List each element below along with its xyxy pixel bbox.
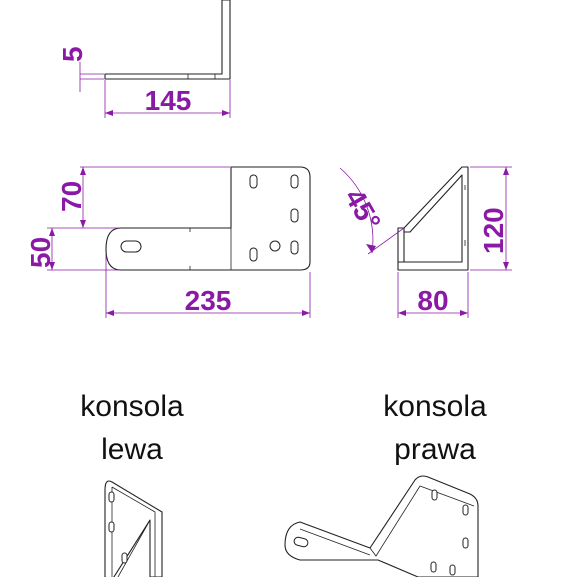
front-outline	[105, 166, 311, 271]
mount-hole	[449, 564, 456, 576]
dim-side-height: 120	[478, 207, 509, 254]
round-hole	[269, 240, 281, 252]
mount-hole	[249, 247, 258, 262]
dim-front-height-lower: 50	[25, 237, 56, 268]
dim-side-angle: 45°	[339, 184, 387, 236]
top-profile-outline	[104, 0, 231, 80]
mount-hole	[431, 489, 438, 501]
caption-left-line1: konsola	[80, 390, 184, 423]
right-bracket-3d	[284, 475, 479, 577]
slot-hole	[120, 240, 142, 253]
top-view: 5 145	[57, 0, 231, 118]
dim-top-length: 145	[145, 85, 192, 116]
mount-hole	[108, 521, 115, 533]
left-bracket-3d	[104, 480, 163, 577]
right-bracket-outline	[284, 475, 479, 577]
dim-front-height-upper: 70	[56, 181, 87, 212]
mount-hole	[249, 174, 258, 189]
dim-front-length: 235	[185, 285, 232, 316]
dim-side-width: 80	[417, 285, 448, 316]
slot-hole	[293, 536, 309, 548]
mount-hole	[108, 491, 115, 503]
dim-top-thickness: 5	[57, 46, 88, 62]
caption-right-line2: prawa	[394, 433, 476, 466]
mount-hole	[290, 240, 299, 255]
side-view: 45° 120 80	[339, 166, 512, 318]
side-outline	[397, 227, 405, 263]
caption-left-line2: lewa	[101, 433, 163, 466]
mount-hole	[121, 552, 128, 564]
left-bracket-outline	[104, 480, 163, 577]
mount-hole	[462, 504, 469, 516]
mount-hole	[462, 537, 469, 549]
mount-hole	[290, 174, 299, 189]
mount-hole	[290, 208, 299, 223]
caption-right-line1: konsola	[383, 390, 487, 423]
mount-hole	[430, 561, 437, 573]
front-view: 70 50 235	[25, 166, 311, 318]
